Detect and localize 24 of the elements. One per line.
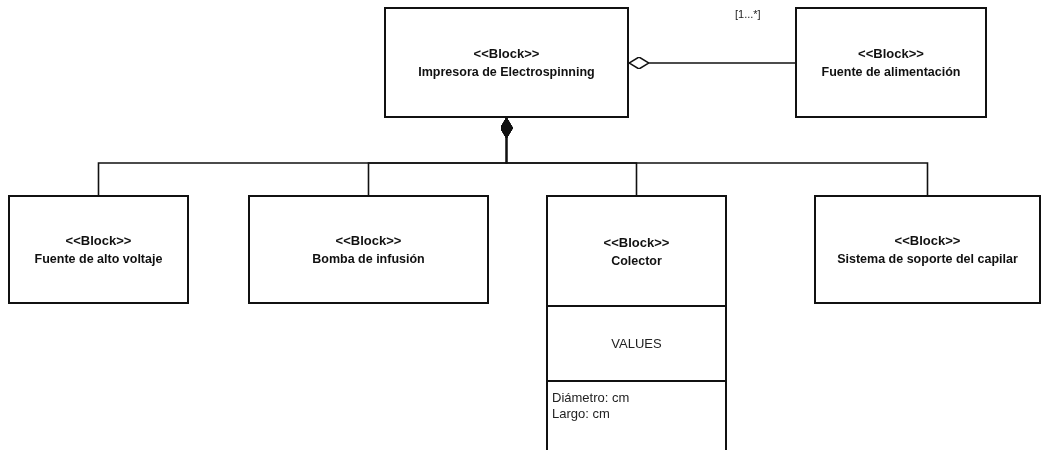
block-name: Fuente de alimentación	[821, 65, 961, 79]
block-box	[384, 7, 629, 118]
block-box	[8, 195, 189, 304]
compartment-title: VALUES	[611, 335, 662, 352]
attribute-text: Diámetro: cm	[552, 390, 630, 406]
block-name: Colector	[611, 253, 662, 268]
block-box	[546, 195, 727, 450]
stereotype-label: <<Block>>	[894, 233, 961, 248]
block-box	[795, 7, 987, 118]
diamond-connector	[500, 117, 929, 196]
stereotype-label: <<Block>>	[858, 46, 924, 61]
attribute-text: Largo: cm	[552, 406, 610, 422]
multiplicity-label: [1...*]	[735, 8, 761, 20]
stereotype-label: <<Block>>	[473, 46, 540, 61]
stereotype-label: <<Block>>	[335, 233, 402, 248]
block-name: Bomba de infusión	[312, 252, 425, 266]
block-name: Fuente de alto voltaje	[34, 252, 163, 266]
diamond-connector	[628, 56, 796, 70]
stereotype-label: <<Block>>	[65, 233, 132, 248]
stereotype-label: <<Block>>	[603, 234, 670, 250]
block-box	[248, 195, 489, 304]
block-name: Sistema de soporte del capilar	[837, 252, 1018, 266]
block-box	[814, 195, 1041, 304]
block-name: Impresora de Electrospinning	[418, 65, 595, 79]
